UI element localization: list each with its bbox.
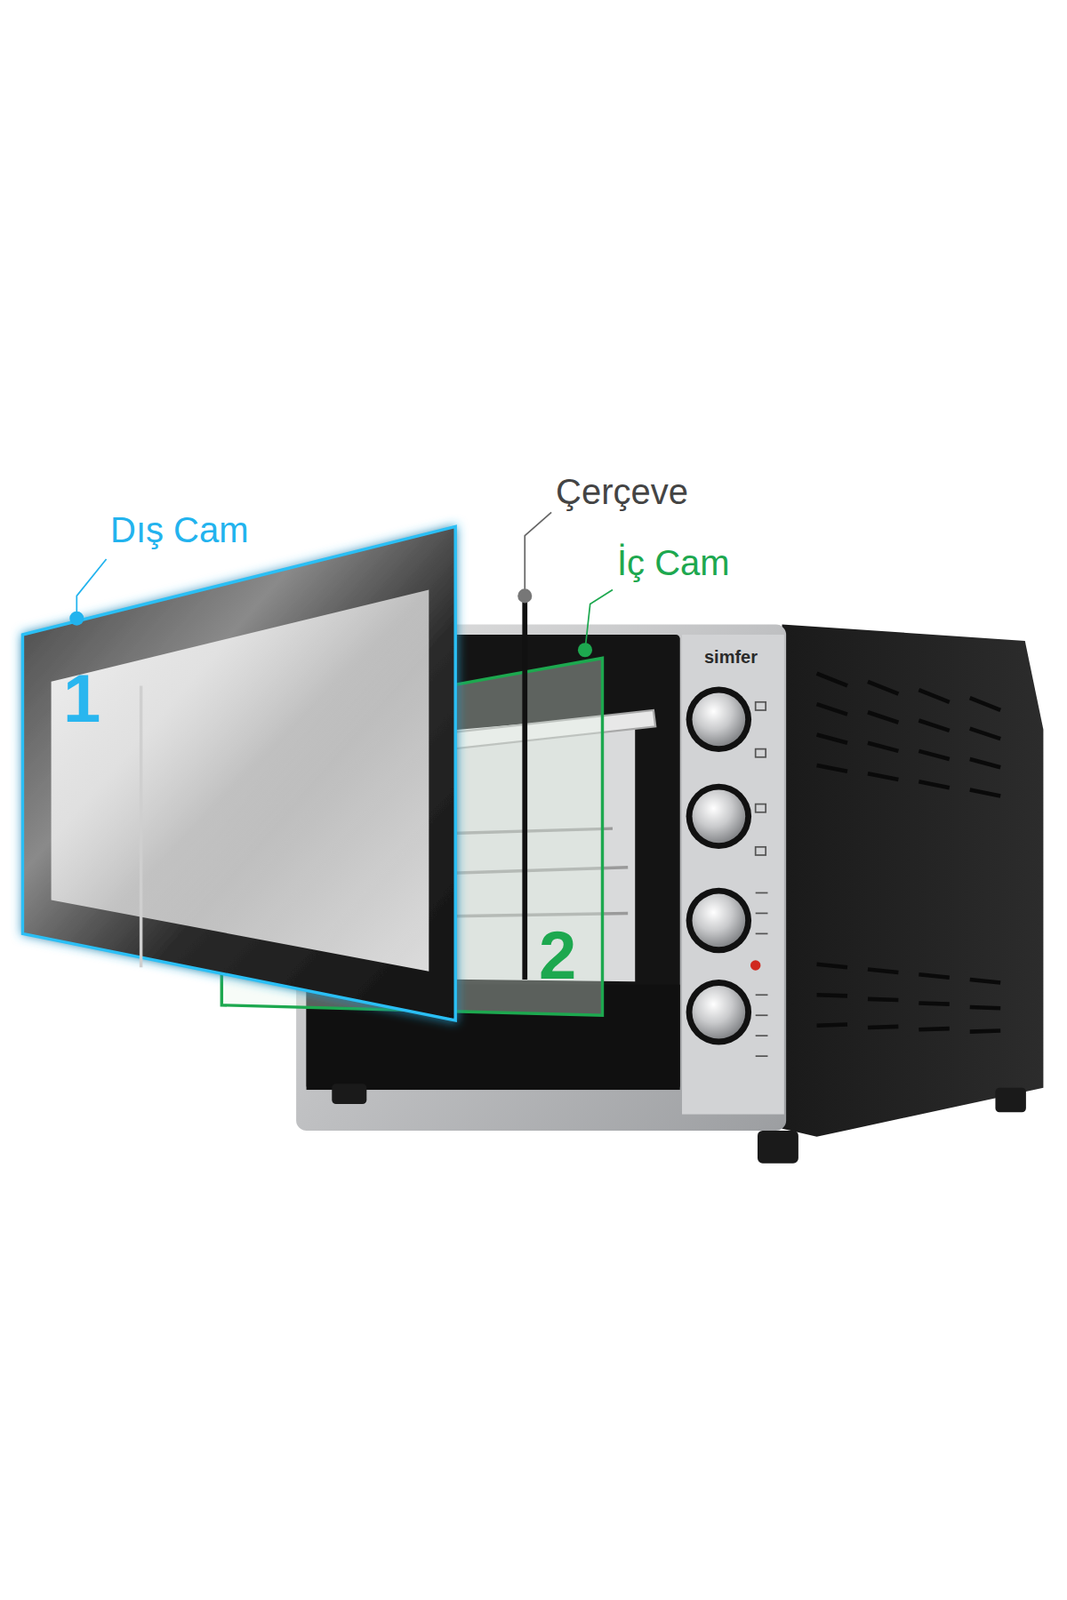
vents: [918, 751, 949, 760]
vents: [817, 735, 848, 744]
knobs: [686, 687, 752, 753]
vents: [970, 759, 1001, 768]
vents: [817, 994, 848, 996]
dial-ticks: [755, 994, 769, 996]
knobs: [692, 790, 747, 844]
vents: [918, 1002, 949, 1004]
vents: [817, 1025, 848, 1027]
vents: [817, 765, 848, 772]
vents: [918, 974, 949, 978]
outer-glass: [51, 590, 430, 972]
vents: [970, 1030, 1001, 1032]
knobs: [692, 894, 747, 948]
brand-name: simfer: [704, 647, 758, 667]
vents: [918, 781, 949, 788]
outer-glass: [22, 526, 456, 1021]
outer-glass: [139, 685, 143, 968]
frame-bar: [521, 601, 528, 980]
vents: [970, 1007, 1001, 1009]
indicator-light: [750, 960, 761, 971]
part-name: İç Cam: [617, 543, 731, 583]
vents: [918, 1028, 949, 1030]
dial-ticks: [755, 702, 766, 711]
knobs: [686, 979, 752, 1045]
vents: [867, 999, 899, 1001]
dial-ticks: [755, 892, 769, 895]
leader-lines: [577, 642, 593, 658]
vents: [817, 673, 848, 687]
dial-ticks: [755, 847, 766, 856]
dial-ticks: [755, 804, 766, 813]
vents: [970, 697, 1001, 711]
knobs: [692, 692, 747, 747]
vents: [970, 790, 1001, 797]
dial-ticks: [755, 702, 769, 1057]
vents: [867, 712, 899, 723]
feet: [757, 1131, 799, 1164]
vents: [867, 1026, 899, 1028]
vents: [867, 681, 899, 695]
dial-ticks: [755, 1014, 769, 1017]
knobs: [686, 687, 752, 1046]
leader-lines: [69, 611, 84, 626]
oven-side: [782, 625, 1044, 1138]
vents: [970, 979, 1001, 983]
knobs: [686, 888, 752, 954]
callout-number: 1: [63, 661, 101, 737]
dial-ticks: [755, 1055, 769, 1058]
vents: [918, 689, 949, 703]
knobs: [686, 784, 752, 850]
dial-ticks: [755, 1034, 769, 1037]
leader-lines: [524, 512, 552, 596]
vents: [817, 964, 848, 968]
knobs: [692, 986, 747, 1040]
leader-lines: [585, 590, 613, 651]
dial-ticks: [755, 933, 769, 936]
dial-ticks: [755, 749, 766, 758]
frame-bar: [524, 601, 526, 980]
feet: [994, 1088, 1026, 1114]
vents: [817, 673, 1002, 1033]
outer-glass: [22, 526, 456, 1021]
vents: [867, 773, 899, 780]
part-name: Dış Cam: [110, 510, 249, 550]
control-panel: [681, 634, 785, 1116]
vents: [918, 720, 949, 731]
leader-lines: [517, 588, 532, 603]
feet: [331, 1083, 1027, 1164]
vents: [867, 970, 899, 973]
feet: [331, 1083, 367, 1105]
callout-number: 2: [538, 918, 577, 994]
vents: [970, 729, 1001, 739]
part-name: Çerçeve: [555, 472, 689, 512]
dial-ticks: [755, 913, 769, 915]
vents: [867, 743, 899, 752]
leader-lines: [76, 559, 106, 619]
vents: [817, 704, 848, 715]
